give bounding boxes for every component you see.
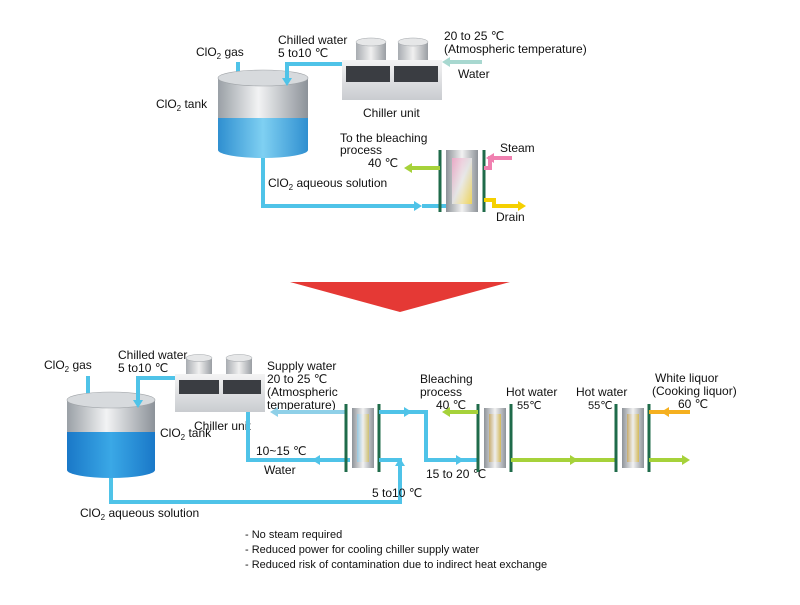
- top-chilled-water-temp: 5 to10 ℃: [278, 46, 328, 60]
- top-to-bleach-label-1: To the bleaching: [340, 131, 427, 145]
- note-item: - Reduced power for cooling chiller supp…: [245, 544, 480, 556]
- top-aqueous-arrow: [414, 201, 422, 211]
- top-clo2-gas-label: ClO2 gas: [196, 45, 244, 61]
- bottom-bleach-output-arrow: [442, 407, 450, 417]
- bottom-supply-atm-2: temperature): [267, 398, 336, 412]
- bottom-supply-water-label: Supply water: [267, 359, 336, 373]
- bottom-clo2-tank-label: ClO2 tank: [160, 426, 212, 442]
- transition-arrow: [290, 282, 510, 312]
- top-chiller-unit: [342, 37, 442, 100]
- bottom-chiller-unit-label: Chiller unit: [194, 419, 251, 433]
- top-aqueous-pipe: [261, 158, 416, 208]
- bottom-diagram: ClO2 gas ClO2 tank Chilled water 5 to10 …: [44, 348, 737, 522]
- top-clo2-tank-label: ClO2 tank: [156, 97, 208, 113]
- top-atm-label: (Atmospheric temperature): [444, 42, 587, 56]
- bottom-hx2-in-arrow: [456, 455, 464, 465]
- top-steam-arrow: [486, 153, 494, 163]
- bottom-white-liquor-label-1: White liquor: [655, 371, 718, 385]
- bottom-bleach-label-1: Bleaching: [420, 372, 473, 386]
- top-clo2-tank: [217, 69, 309, 158]
- top-chiller-unit-label: Chiller unit: [363, 106, 420, 120]
- bottom-hx1-out-arrow: [404, 407, 412, 417]
- bottom-supply-arrow: [270, 407, 278, 417]
- notes-list: - No steam required - Reduced power for …: [245, 529, 547, 571]
- bottom-hot-55-2: 55℃: [588, 400, 613, 412]
- bottom-temp-40: 40 ℃: [436, 398, 466, 412]
- bottom-chiller-unit: [175, 354, 265, 412]
- bottom-water-label: Water: [264, 463, 296, 477]
- top-drain-label: Drain: [496, 210, 525, 224]
- top-temp-40: 40 ℃: [368, 156, 398, 170]
- top-steam-pipe: [484, 156, 512, 170]
- top-chilled-water-pipe: [285, 62, 342, 80]
- bottom-hot-water-label-2: Hot water: [576, 385, 627, 399]
- top-drain-pipe: [484, 198, 520, 208]
- bottom-water-return-arrow: [312, 455, 320, 465]
- bottom-white-liquor-label-2: (Cooking liquor): [652, 384, 737, 398]
- bottom-chilled-water-pipe: [136, 376, 175, 402]
- bottom-range-15-20: 15 to 20 ℃: [426, 467, 486, 481]
- bottom-aqueous-label: ClO2 aqueous solution: [80, 506, 199, 522]
- top-steam-label: Steam: [500, 141, 535, 155]
- bottom-temp-60: 60 ℃: [678, 397, 708, 411]
- top-chilled-water-arrow: [282, 78, 292, 86]
- top-aqueous-label: ClO2 aqueous solution: [268, 176, 387, 192]
- bottom-chilled-water-label: Chilled water: [118, 348, 187, 362]
- bottom-supply-temp: 20 to 25 ℃: [267, 372, 327, 386]
- bottom-hot-water-arrow: [570, 455, 578, 465]
- bottom-white-liquor-out-arrow: [682, 455, 690, 465]
- note-item: - Reduced risk of contamination due to i…: [245, 559, 547, 571]
- top-diagram: ClO2 gas ClO2 tank Chilled water 5 to10 …: [156, 29, 587, 224]
- top-drain-arrow: [518, 201, 526, 211]
- bottom-hot-water-label-1: Hot water: [506, 385, 557, 399]
- bottom-heat-exchanger-3: [614, 404, 651, 472]
- bottom-bleach-label-2: process: [420, 385, 462, 399]
- top-heat-exchanger: [438, 150, 486, 212]
- bottom-supply-atm-1: (Atmospheric: [267, 385, 338, 399]
- bottom-hx1-to-hx2-pipe: [379, 410, 478, 462]
- top-atm-temp: 20 to 25 ℃: [444, 29, 504, 43]
- bottom-clo2-gas-label: ClO2 gas: [44, 358, 92, 374]
- bottom-chilled-water-arrow: [133, 400, 143, 408]
- bottom-white-liquor-in-arrow: [661, 407, 669, 417]
- top-chilled-water-label: Chilled water: [278, 33, 347, 47]
- note-item: - No steam required: [245, 529, 342, 541]
- bottom-heat-exchanger-1: [344, 404, 381, 472]
- bottom-heat-exchanger-2: [476, 404, 513, 472]
- bottom-hot-55-1: 55℃: [517, 400, 542, 412]
- bottom-chilled-water-temp: 5 to10 ℃: [118, 361, 168, 375]
- bottom-aqueous-arrow: [395, 458, 405, 466]
- top-bleach-output-arrow: [404, 163, 412, 173]
- bottom-aqueous-pipe: [109, 458, 402, 504]
- bottom-clo2-tank: [66, 391, 156, 478]
- top-water-inlet-arrow: [442, 57, 450, 67]
- bottom-range-10-15: 10~15 ℃: [256, 444, 307, 458]
- top-water-label: Water: [458, 67, 490, 81]
- top-to-bleach-label-2: process: [340, 143, 382, 157]
- bottom-temp-5-10: 5 to10 ℃: [372, 486, 422, 500]
